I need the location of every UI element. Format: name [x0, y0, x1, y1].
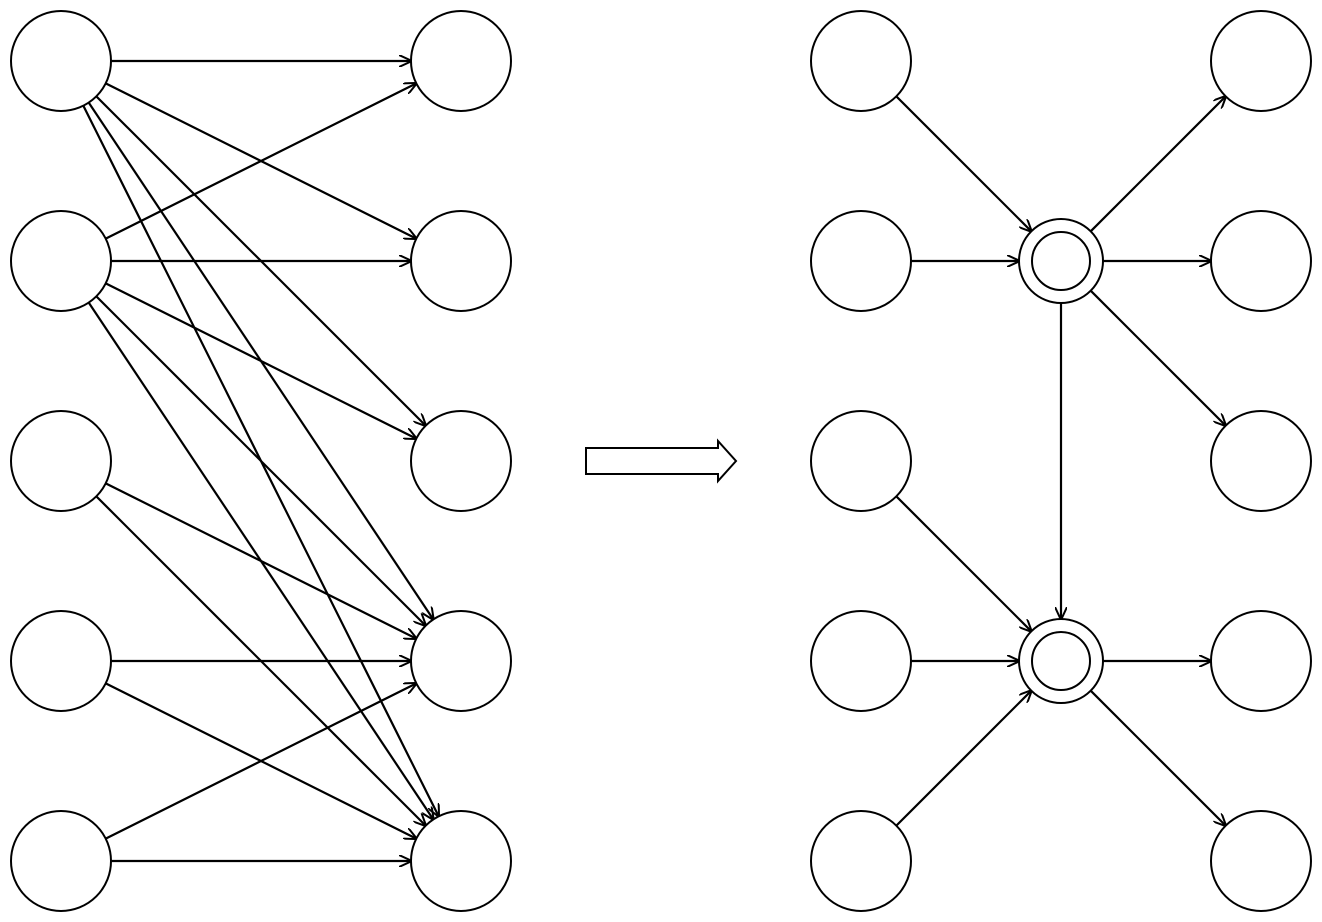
left-edge-s2-t4	[95, 295, 425, 625]
left-target-node-t2	[410, 210, 512, 312]
left-source-node-s5	[10, 810, 112, 912]
right-edge-h2-t5	[1089, 689, 1226, 826]
left-target-node-t4	[410, 610, 512, 712]
right-target-node-t1	[1210, 10, 1312, 112]
right-edge-h1-t3	[1089, 289, 1226, 426]
nodes-layer	[10, 10, 1312, 912]
right-source-node-s5	[810, 810, 912, 912]
left-edge-s3-t4	[105, 482, 417, 638]
right-source-node-s4	[810, 610, 912, 712]
right-edge-h1-t1	[1089, 96, 1226, 233]
right-target-node-t5	[1210, 810, 1312, 912]
right-target-node-t2	[1210, 210, 1312, 312]
right-source-node-s1	[810, 10, 912, 112]
edges-layer	[82, 61, 1226, 861]
right-edge-s5-h2	[895, 691, 1031, 827]
right-hub-inner-h1	[1031, 231, 1091, 291]
left-source-node-s1	[10, 10, 112, 112]
right-hub-inner-h2	[1031, 631, 1091, 691]
left-source-node-s4	[10, 610, 112, 712]
left-edge-s2-t3	[105, 282, 417, 438]
left-edge-s2-t1	[105, 83, 417, 240]
transform-arrow-icon	[585, 438, 738, 484]
left-target-node-t5	[410, 810, 512, 912]
right-source-node-s3	[810, 410, 912, 512]
left-edge-s5-t4	[105, 683, 417, 840]
right-edge-s3-h2	[895, 495, 1031, 631]
left-target-node-t1	[410, 10, 512, 112]
right-target-node-t4	[1210, 610, 1312, 712]
left-target-node-t3	[410, 410, 512, 512]
left-source-node-s2	[10, 210, 112, 312]
right-target-node-t3	[1210, 410, 1312, 512]
right-edge-s1-h1	[895, 95, 1031, 231]
left-source-node-s3	[10, 410, 112, 512]
right-source-node-s2	[810, 210, 912, 312]
